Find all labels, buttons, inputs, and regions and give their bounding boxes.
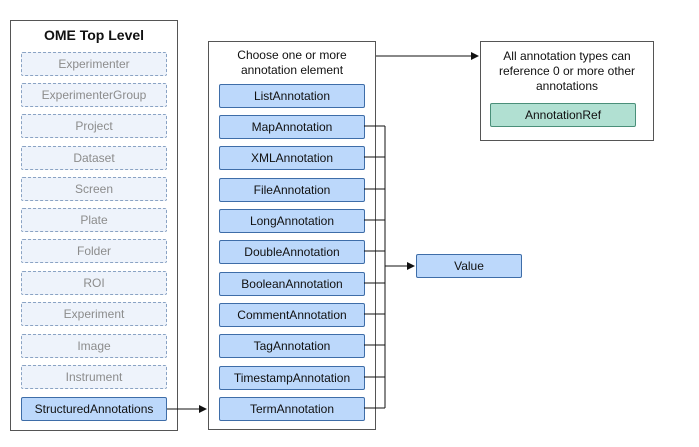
file-annotation-node: FileAnnotation	[219, 178, 365, 202]
annotation-reference-caption: All annotation types can reference 0 or …	[481, 49, 653, 94]
experimenter-group-node: ExperimenterGroup	[21, 83, 167, 107]
value-bracket	[364, 125, 386, 409]
annotation-choice-caption: Choose one or more annotation element	[209, 48, 375, 78]
caption-line-2: annotation element	[240, 63, 344, 77]
reference-line-2: reference 0 or more other	[498, 64, 636, 78]
tag-annotation-node: TagAnnotation	[219, 334, 365, 358]
plate-node: Plate	[21, 208, 167, 232]
map-annotation-node: MapAnnotation	[219, 115, 365, 139]
instrument-node: Instrument	[21, 365, 167, 389]
ome-top-level-title: OME Top Level	[43, 27, 145, 43]
experiment-node: Experiment	[21, 302, 167, 326]
structured-annotations-node: StructuredAnnotations	[21, 397, 167, 421]
xml-annotation-node: XMLAnnotation	[219, 146, 365, 170]
folder-node: Folder	[21, 239, 167, 263]
roi-node: ROI	[21, 271, 167, 295]
ome-top-level-panel: OME Top Level Experimenter ExperimenterG…	[10, 20, 178, 431]
timestamp-annotation-node: TimestampAnnotation	[219, 366, 365, 390]
image-node: Image	[21, 334, 167, 358]
comment-annotation-node: CommentAnnotation	[219, 303, 365, 327]
value-node: Value	[416, 254, 522, 278]
reference-line-3: annotations	[535, 79, 599, 93]
double-annotation-node: DoubleAnnotation	[219, 240, 365, 264]
project-node: Project	[21, 114, 167, 138]
screen-node: Screen	[21, 177, 167, 201]
annotation-ref-node: AnnotationRef	[490, 103, 636, 127]
reference-line-1: All annotation types can	[503, 49, 631, 63]
list-annotation-node: ListAnnotation	[219, 84, 365, 108]
caption-line-1: Choose one or more	[237, 48, 347, 62]
term-annotation-node: TermAnnotation	[219, 397, 365, 421]
annotation-reference-panel: All annotation types can reference 0 or …	[480, 41, 654, 141]
experimenter-node: Experimenter	[21, 52, 167, 76]
annotation-choice-panel: Choose one or more annotation element Li…	[208, 41, 376, 430]
boolean-annotation-node: BooleanAnnotation	[219, 272, 365, 296]
dataset-node: Dataset	[21, 146, 167, 170]
long-annotation-node: LongAnnotation	[219, 209, 365, 233]
